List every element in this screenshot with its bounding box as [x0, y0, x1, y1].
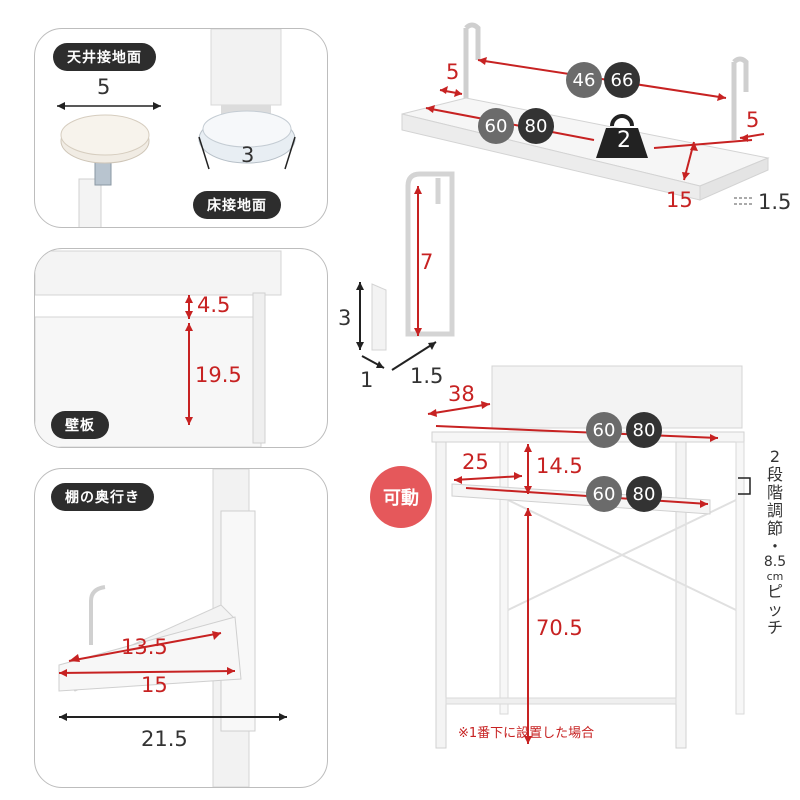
adjust-char: 8.5	[763, 554, 787, 571]
shelf-depth-value: 25	[462, 450, 489, 474]
ceiling-contact-illustration	[57, 29, 296, 227]
hook-end-depth-value: 1	[360, 368, 374, 392]
adjust-char: チ	[766, 618, 783, 638]
hook-span-dim-line	[477, 59, 727, 99]
shelf-width-badge-a: 60	[586, 476, 622, 512]
ceiling-cap-top	[60, 114, 150, 156]
shelf-outer-depth-value: 15	[141, 673, 168, 697]
adjust-bracket	[738, 477, 751, 495]
adjust-char: 2	[769, 447, 781, 466]
movable-badge: 可動	[370, 466, 432, 528]
hook-drawing	[356, 171, 455, 371]
tray-width-badge-a: 60	[478, 108, 514, 144]
tray-margin-right-value: 5	[746, 108, 760, 132]
rack-leg-front-left	[435, 441, 447, 749]
rack-width-badge-a: 60	[586, 412, 622, 448]
tray-margin-left-value: 5	[446, 60, 460, 84]
shelf-depth-dim-line	[453, 475, 523, 481]
adjust-char: ッ	[766, 600, 783, 620]
tray-depth-value: 15	[666, 188, 693, 212]
shelf-gap-value: 14.5	[536, 454, 583, 478]
leg-post	[78, 178, 102, 227]
adjust-char: 節	[766, 518, 783, 538]
upper-board	[35, 250, 282, 296]
adjust-char: cm	[766, 570, 784, 584]
hanging-shelf	[401, 22, 770, 205]
rack-leg-front-right	[675, 441, 687, 749]
rack-height-value: 70.5	[536, 616, 583, 640]
shelf-inner-depth-value: 13.5	[121, 635, 168, 659]
rack-width-dim-line	[435, 425, 719, 439]
adjust-char: 階	[766, 482, 783, 502]
shelf-depth-panel: 棚の奥行き 13.5 15 21.5	[34, 468, 328, 788]
tray-thickness-value: 1.5	[758, 190, 792, 214]
outer-depth-dim-line	[58, 670, 236, 674]
tray-width-badge-b: 80	[518, 108, 554, 144]
hook-right	[731, 56, 749, 140]
hook-span-badge-b: 66	[604, 62, 640, 98]
hook-end-width-value: 1.5	[410, 364, 444, 388]
load-weight-value: 2	[617, 128, 631, 153]
rack-width-badge-b: 80	[626, 412, 662, 448]
ceiling-contact-panel: 天井接地面 5 3 床接地面	[34, 28, 328, 228]
adjust-char: 段	[766, 464, 783, 484]
wall-board-label: 壁板	[51, 411, 109, 439]
floor-depth-value: 3	[241, 143, 255, 167]
hook-span-badge-a: 46	[566, 62, 602, 98]
hook-left	[463, 22, 481, 104]
wall-board-panel: 4.5 19.5 壁板	[34, 248, 328, 448]
inner-depth-dim-line	[68, 632, 222, 662]
shelf-total-depth-value: 21.5	[141, 727, 188, 751]
rack-height-note: ※1番下に設置した場合	[458, 726, 595, 741]
rack-depth-dim-line	[427, 403, 491, 415]
ceiling-width-value: 5	[97, 75, 111, 99]
depth-dim-line-left	[198, 136, 210, 170]
rack-movable-shelf	[451, 483, 711, 515]
depth-dim-line-right	[284, 136, 296, 170]
adjust-char: ピ	[766, 582, 783, 602]
board-gap-value: 4.5	[197, 293, 231, 317]
shelf-depth-label: 棚の奥行き	[51, 483, 154, 511]
board-height-value: 19.5	[195, 363, 242, 387]
shelf-depth-illustration	[58, 469, 287, 787]
shelf-adjust-text: 2 段 階 調 節 ・ 8.5 cm ピ ッ チ	[758, 448, 792, 637]
ceiling-contact-label: 天井接地面	[53, 43, 156, 71]
hook-end-height-value: 3	[338, 306, 352, 330]
adjust-char: ・	[766, 536, 783, 556]
shelf-width-badge-b: 80	[626, 476, 662, 512]
hook-height-value: 7	[420, 250, 434, 274]
weight-icon	[596, 128, 648, 158]
adjust-char: 調	[766, 500, 783, 520]
rack-depth-value: 38	[448, 382, 475, 406]
hook-body	[405, 171, 455, 337]
weight-icon-handle	[610, 114, 634, 127]
floor-contact-label: 床接地面	[193, 191, 281, 219]
